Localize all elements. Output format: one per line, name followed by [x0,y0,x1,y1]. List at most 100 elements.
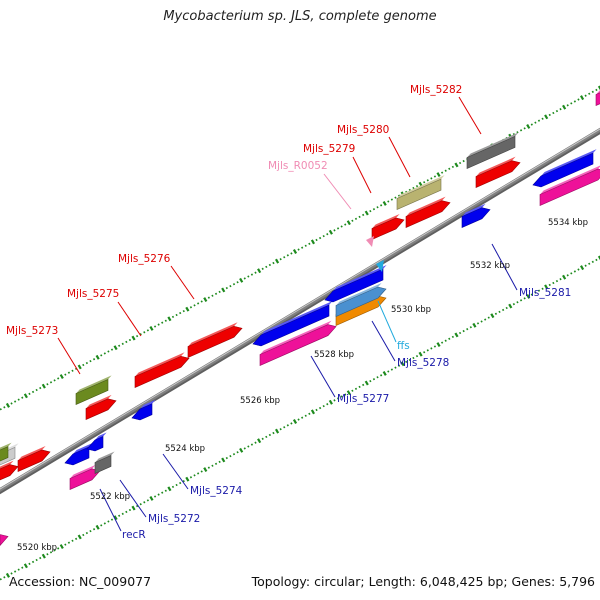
gene-block [64,442,93,466]
tick-mark [272,261,275,265]
gene-label-mjls-r0052[interactable]: Mjls_R0052 [268,160,328,172]
tick-mark [577,268,580,271]
tick-mark [544,114,549,120]
gene-label-mjls-5276[interactable]: Mjls_5276 [118,253,171,265]
gene-block [461,203,491,228]
tick-mark [333,229,336,232]
tick-mark [584,264,587,267]
tick-mark [41,383,46,389]
tick-mark [379,374,383,377]
gene-block [75,375,112,405]
tick-mark [382,200,387,206]
tick-mark [211,464,214,467]
tick-mark [67,371,71,374]
gene-label-mjls-5277[interactable]: Mjls_5277 [337,393,389,405]
tick-mark [505,306,508,310]
tick-mark [412,356,415,360]
gene-label-mjls-5280[interactable]: Mjls_5280 [337,124,389,136]
rna-marker [366,236,374,247]
gene-block [131,399,156,421]
gene-block [0,442,12,462]
tick-mark [179,481,182,485]
tick-mark [13,400,17,403]
tick-mark [82,363,85,367]
tick-mark [344,393,347,396]
tick-mark [466,328,469,331]
gene-label-recr[interactable]: recR [122,529,146,541]
tick-mark [121,342,124,345]
tick-mark [566,104,569,107]
gene-label-mjls-5274[interactable]: Mjls_5274 [190,485,243,497]
tick-mark [523,297,526,300]
tick-mark [221,287,226,293]
tick-mark [100,524,103,527]
tick-mark [232,453,236,456]
tick-mark [64,373,67,376]
gene-block [595,90,600,106]
tick-mark [5,402,10,408]
tick-mark [308,412,311,415]
tick-mark [487,316,490,319]
tick-mark [315,238,318,242]
gene-label-mjls-5273[interactable]: Mjls_5273 [6,325,58,337]
tick-mark [107,350,110,353]
tick-mark [203,467,208,473]
leader-line [323,173,352,210]
gene-label-mjls-5272[interactable]: Mjls_5272 [148,513,200,525]
tick-mark [498,310,501,314]
tick-mark [131,335,136,341]
tick-mark [185,306,190,312]
tick-mark [534,121,537,124]
tick-mark [236,281,239,284]
tick-mark [17,398,20,401]
tick-mark [476,322,480,325]
tick-mark [139,333,142,336]
tick-mark [254,271,257,274]
tick-mark [372,208,376,211]
tick-mark [469,326,472,329]
tick-mark [268,263,272,267]
tick-mark [376,376,379,379]
tick-mark [405,360,408,364]
tick-mark [53,379,56,382]
tick-mark [279,428,282,431]
tick-mark [292,419,298,424]
tick-mark [143,331,146,334]
tick-mark [354,217,358,220]
tick-mark [229,454,232,458]
scale-label: 5534 kbp [548,218,588,228]
tick-mark [336,397,340,400]
tick-mark [31,560,35,564]
tick-mark [340,225,343,228]
tick-mark [423,181,426,184]
tick-mark [146,329,150,332]
gene-label-ffs[interactable]: ffs [397,340,410,352]
tick-mark [128,508,132,512]
gene-label-mjls-5281[interactable]: Mjls_5281 [519,287,571,299]
tick-mark [534,291,537,294]
tick-mark [89,359,92,363]
gene-block [17,445,51,472]
genome-summary-text: Topology: circular; Length: 6,048,425 bp… [251,574,595,589]
gene-block [324,264,387,303]
gene-label-mjls-5275[interactable]: Mjls_5275 [67,288,119,300]
tick-mark [333,399,336,402]
tick-mark [451,165,455,169]
tick-mark [346,220,351,226]
gene-block [134,352,190,388]
tick-mark [95,524,100,530]
tick-mark [157,323,160,326]
tick-mark [562,274,567,280]
leader-line [388,136,411,178]
tick-mark [229,284,232,288]
tick-mark [247,275,250,278]
gene-label-mjls-5278[interactable]: Mjls_5278 [397,357,449,369]
tick-mark [113,345,118,351]
tick-mark [85,361,89,365]
leader-line [57,337,81,375]
gene-label-mjls-5279[interactable]: Mjls_5279 [303,143,355,155]
tick-mark [185,476,190,482]
gene-label-mjls-5282[interactable]: Mjls_5282 [410,84,462,96]
